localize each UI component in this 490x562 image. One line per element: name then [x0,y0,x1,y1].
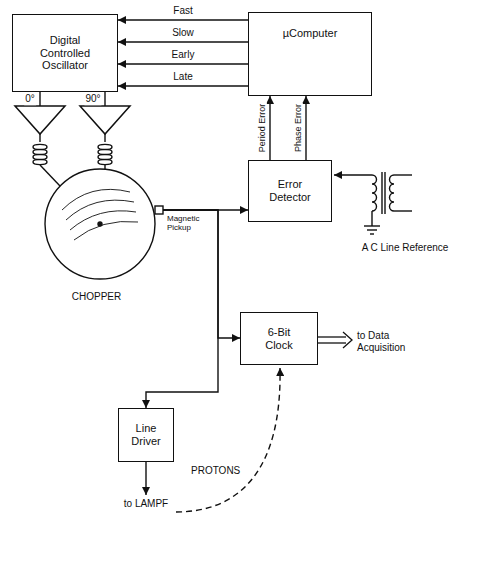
rotor-slot [66,200,134,220]
signal-name: Period Error [257,103,267,154]
signal-name: Fast [172,5,193,17]
detector-box: Error Detector [248,160,332,222]
coil-lead [40,165,60,186]
amplifier-symbol [80,106,130,134]
signal-name: Phase Error [293,103,303,153]
coil-lead [104,165,105,169]
signal-name: Early [171,49,196,61]
box-label: µComputer [283,27,338,40]
box-label: Digital Controlled Oscillator [29,34,101,72]
output-label: to Data Acquisition [356,330,420,353]
part-label: CHOPPER [72,291,121,303]
chopper-drawing [30,142,163,292]
chopper-rotor [45,169,155,279]
signal-name: Late [172,71,193,83]
chopper-disk: CHOPPER [30,142,163,302]
box-label: Error Detector [261,178,319,203]
rotor-slot [70,211,136,230]
signal-wire [145,462,146,495]
signal-connector [163,210,240,338]
clock-box: 6-Bit Clock [240,312,318,365]
signal-connector [118,85,248,86]
oscillator-box: Digital Controlled Oscillator [12,14,118,92]
pickup-label: Magnetic Pickup [166,214,214,232]
signal-connector [305,96,306,160]
signal-name: 0° [24,93,36,105]
rotor-slot [62,189,130,210]
box-label: 6-Bit Clock [257,326,301,351]
beam-label: PROTONS [190,465,241,477]
signal-connector [269,96,270,160]
drive-coil [98,159,112,164]
signal-name: 90° [84,93,101,105]
bus-arrow [318,332,352,348]
drive-coil [33,159,47,164]
signal-name: Slow [171,27,195,39]
magnetic-pickup [155,206,163,214]
signal-connector [146,210,218,408]
microcomputer-box: µComputer [248,12,372,96]
rotor-slot [74,221,138,240]
driver-box: Line Driver [118,408,174,462]
proton-beam-path [176,368,280,512]
box-label: Line Driver [126,422,166,447]
rotor-hub [98,222,102,226]
signal-connector [118,19,248,20]
reference-label: A C Line Reference [361,242,450,254]
signal-connector [118,41,248,42]
destination-label: to LAMPF [123,498,169,510]
transformer-symbol [334,172,412,234]
amplifier-symbol [15,106,65,134]
signal-connector [118,63,248,64]
